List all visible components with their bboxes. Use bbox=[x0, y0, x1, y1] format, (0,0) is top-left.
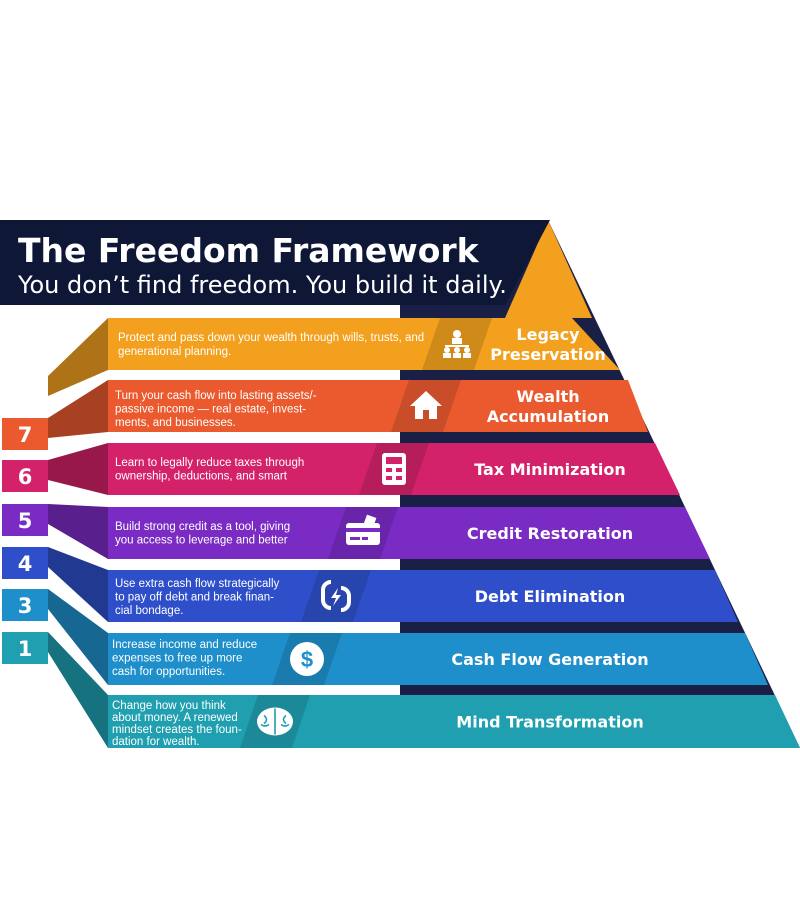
band-fold bbox=[48, 380, 108, 438]
dollar-icon: $ bbox=[290, 642, 324, 676]
level-number-badge: 3 bbox=[2, 589, 48, 621]
description-line: cash for opportunities. bbox=[112, 666, 225, 678]
pyramid-apex bbox=[505, 220, 592, 318]
band-fold bbox=[48, 443, 108, 495]
description-line: dation for wealth. bbox=[112, 736, 200, 748]
description-line: Build strong credit as a tool, giving bbox=[115, 521, 290, 533]
level-description: Protect and pass down your wealth throug… bbox=[118, 332, 424, 358]
band-body bbox=[108, 507, 710, 559]
band-body bbox=[108, 318, 620, 370]
level-number-badge: 1 bbox=[2, 632, 48, 664]
pyramid-level-2: Turn your cash flow into lasting assets/… bbox=[48, 380, 648, 438]
description-line: Increase income and reduce bbox=[112, 639, 257, 651]
page-subtitle: You don’t find freedom. You build it dai… bbox=[17, 271, 507, 299]
description-line: mindset creates the foun- bbox=[112, 724, 242, 736]
band-fold bbox=[48, 547, 108, 622]
band-fold bbox=[48, 504, 108, 559]
band-fold bbox=[48, 632, 108, 748]
description-line: generational planning. bbox=[118, 346, 231, 358]
header-banner-shape bbox=[0, 220, 550, 305]
description-line: ownership, deductions, and smart bbox=[115, 471, 288, 483]
level-description: Learn to legally reduce taxes through own… bbox=[115, 457, 304, 483]
pyramid-level-3: Learn to legally reduce taxes through own… bbox=[48, 443, 680, 495]
calculator-icon bbox=[382, 453, 406, 485]
level-number-badge: 6 bbox=[2, 460, 48, 492]
family-tree-icon bbox=[443, 330, 471, 358]
band-body bbox=[108, 570, 738, 622]
band-body bbox=[108, 380, 648, 432]
description-line: Protect and pass down your wealth throug… bbox=[118, 332, 424, 344]
page-title: The Freedom Framework bbox=[18, 231, 480, 270]
band-fold bbox=[48, 318, 108, 396]
title-line: Legacy bbox=[516, 325, 580, 344]
level-number: 6 bbox=[18, 465, 33, 489]
level-description: Build strong credit as a tool, giving you… bbox=[115, 521, 290, 547]
description-line: passive income — real estate, invest- bbox=[115, 404, 306, 416]
level-number: 5 bbox=[18, 509, 33, 533]
level-title: Tax Minimization bbox=[474, 460, 626, 479]
level-number-badge: 7 bbox=[2, 418, 48, 450]
credit-card-icon bbox=[346, 514, 380, 545]
title-line: Cash Flow Generation bbox=[451, 650, 648, 669]
level-title: Credit Restoration bbox=[467, 524, 633, 543]
pyramid-level-5: Use extra cash flow strategically to pay … bbox=[48, 547, 738, 622]
level-number: 1 bbox=[18, 637, 33, 661]
pyramid-levels: Protect and pass down your wealth throug… bbox=[48, 220, 800, 748]
title-line: Tax Minimization bbox=[474, 460, 626, 479]
svg-text:$: $ bbox=[301, 647, 313, 672]
pyramid-level-1: Protect and pass down your wealth throug… bbox=[48, 318, 620, 396]
level-number: 4 bbox=[18, 552, 33, 576]
header-banner: The Freedom Framework You don’t find fre… bbox=[0, 220, 550, 305]
level-number: 7 bbox=[18, 423, 33, 447]
description-line: Turn your cash flow into lasting assets/… bbox=[115, 390, 317, 402]
description-line: ments, and businesses. bbox=[115, 417, 236, 429]
level-description: Use extra cash flow strategically to pay … bbox=[115, 578, 280, 617]
band-body bbox=[108, 633, 768, 685]
title-line: Debt Elimination bbox=[475, 587, 626, 606]
level-description: Turn your cash flow into lasting assets/… bbox=[115, 390, 317, 429]
level-number-badge: 4 bbox=[2, 547, 48, 579]
broken-chain-icon bbox=[321, 580, 351, 612]
brain-icon bbox=[257, 707, 293, 736]
house-icon bbox=[410, 391, 442, 419]
description-line: to pay off debt and break finan- bbox=[115, 592, 274, 604]
description-line: cial bondage. bbox=[115, 605, 183, 617]
description-line: Change how you think bbox=[112, 700, 226, 712]
level-title: Cash Flow Generation bbox=[451, 650, 648, 669]
description-line: expenses to free up more bbox=[112, 653, 242, 665]
level-number-badges: 7654321 bbox=[2, 418, 48, 664]
level-title: Debt Elimination bbox=[475, 587, 626, 606]
band-fold bbox=[48, 589, 108, 685]
title-line: Accumulation bbox=[487, 407, 610, 426]
description-line: Use extra cash flow strategically bbox=[115, 578, 280, 590]
title-line: Wealth bbox=[516, 387, 579, 406]
pyramid-level-6: Increase income and reduce expenses to fr… bbox=[48, 589, 768, 685]
description-line: Learn to legally reduce taxes through bbox=[115, 457, 304, 469]
description-line: about money. A renewed bbox=[112, 712, 238, 724]
title-line: Credit Restoration bbox=[467, 524, 633, 543]
title-line: Preservation bbox=[490, 345, 605, 364]
level-description: Increase income and reduce expenses to fr… bbox=[112, 639, 257, 678]
level-number-badge: 5 bbox=[2, 504, 48, 536]
level-title: Mind Transformation bbox=[456, 713, 643, 732]
description-line: you access to leverage and better bbox=[115, 535, 288, 547]
title-line: Mind Transformation bbox=[456, 713, 643, 732]
pyramid-level-4: Build strong credit as a tool, giving you… bbox=[48, 504, 710, 559]
level-number: 3 bbox=[18, 594, 33, 618]
